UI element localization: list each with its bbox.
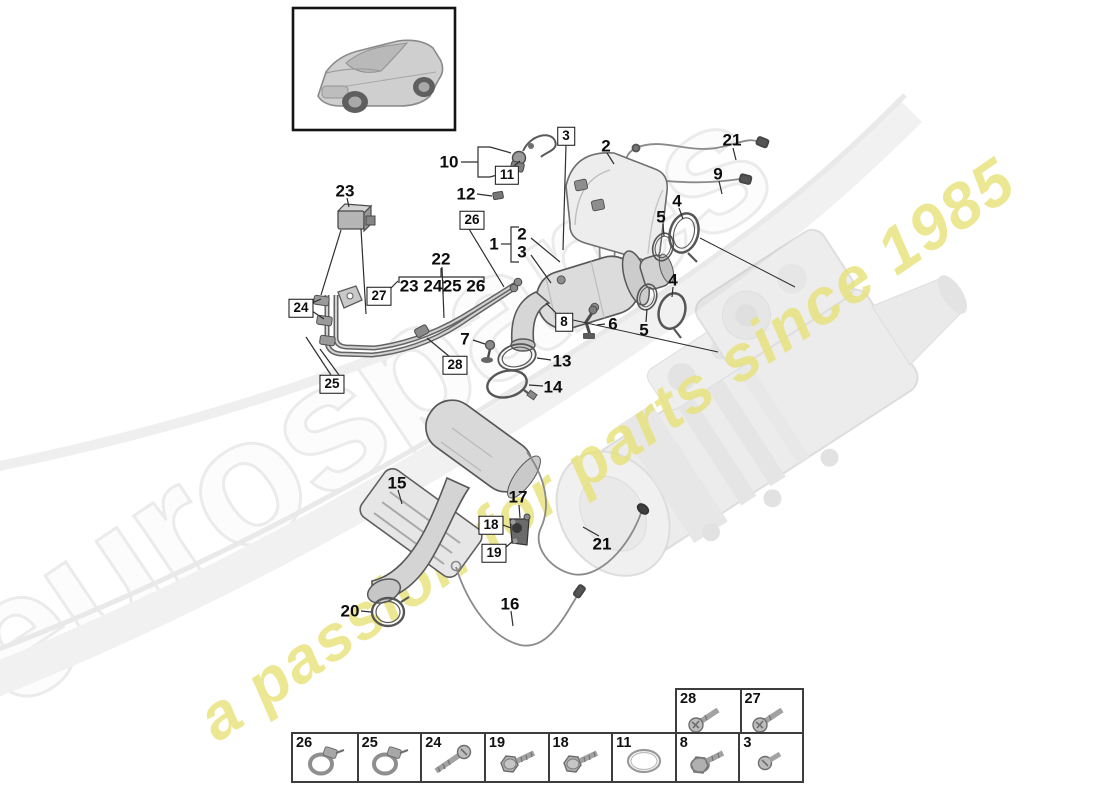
clip-24b bbox=[316, 314, 333, 327]
callout-24-box[interactable]: 24 bbox=[288, 298, 314, 318]
car-thumbnail bbox=[291, 6, 457, 132]
callout-7[interactable]: 7 bbox=[460, 329, 470, 349]
callout-21-lower[interactable]: 21 bbox=[592, 534, 612, 554]
o-ring-13 bbox=[497, 343, 537, 371]
callout-13[interactable]: 13 bbox=[552, 351, 572, 371]
part-number: 3 bbox=[743, 735, 752, 751]
part-cell-3[interactable]: 3 bbox=[738, 734, 802, 781]
part-number: 25 bbox=[361, 735, 378, 751]
callout-22[interactable]: 22 bbox=[431, 249, 451, 269]
part-number: 26 bbox=[296, 735, 313, 751]
part-number: 11 bbox=[616, 735, 632, 751]
callout-3-bracket[interactable]: 3 bbox=[517, 242, 527, 262]
sensor-wire-16 bbox=[450, 560, 586, 647]
callout-4-upper[interactable]: 4 bbox=[672, 191, 682, 211]
spacer-6 bbox=[583, 305, 598, 339]
callout-8-box[interactable]: 8 bbox=[555, 312, 573, 332]
callout-27-box[interactable]: 27 bbox=[366, 286, 392, 306]
callout-5-lower[interactable]: 5 bbox=[639, 320, 649, 340]
callout-25-box[interactable]: 25 bbox=[319, 374, 345, 394]
part-cell-26[interactable]: 26 bbox=[293, 734, 357, 781]
callout-2-bracket[interactable]: 2 bbox=[517, 224, 527, 244]
callout-23[interactable]: 23 bbox=[335, 181, 355, 201]
callout-6[interactable]: 6 bbox=[608, 314, 618, 334]
part-number: 28 bbox=[680, 691, 697, 707]
catalytic-converter-upper bbox=[510, 250, 675, 352]
callout-3-box[interactable]: 3 bbox=[557, 126, 575, 146]
clamp-20 bbox=[370, 596, 410, 628]
callout-4-lower[interactable]: 4 bbox=[668, 270, 678, 290]
callout-17[interactable]: 17 bbox=[508, 487, 528, 507]
callout-16[interactable]: 16 bbox=[500, 594, 520, 614]
seal-ring-5-upper bbox=[651, 232, 675, 262]
v-band-clamp-4-lower bbox=[657, 292, 687, 339]
callout-11-box[interactable]: 11 bbox=[494, 165, 520, 185]
part-cell-19[interactable]: 19 bbox=[483, 734, 548, 781]
bolt-12 bbox=[492, 190, 504, 201]
clamp-14 bbox=[486, 369, 538, 401]
part-cell-11[interactable]: 11 bbox=[611, 734, 675, 781]
sensor-wire-21-lower bbox=[526, 451, 650, 576]
callout-14[interactable]: 14 bbox=[543, 377, 563, 397]
part-number: 18 bbox=[552, 735, 569, 751]
callout-19-box[interactable]: 19 bbox=[481, 543, 507, 563]
clip-25 bbox=[319, 334, 336, 347]
part-cell-8[interactable]: 8 bbox=[674, 734, 739, 781]
callout-12[interactable]: 12 bbox=[456, 184, 476, 204]
callout-15[interactable]: 15 bbox=[387, 473, 407, 493]
part-number: 8 bbox=[679, 735, 688, 751]
callout-5-upper[interactable]: 5 bbox=[656, 207, 666, 227]
part-number: 27 bbox=[744, 691, 761, 707]
part-cell-25[interactable]: 25 bbox=[356, 734, 421, 781]
stud-7 bbox=[481, 339, 496, 363]
part-number: 24 bbox=[425, 735, 442, 751]
transmission-faded-image bbox=[555, 228, 968, 577]
part-number: 19 bbox=[488, 735, 506, 751]
part-cell-18[interactable]: 18 bbox=[547, 734, 612, 781]
clip-28 bbox=[414, 324, 430, 339]
part-cell-28[interactable]: 28 bbox=[677, 690, 740, 736]
callout-22-members-right[interactable]: 25 26 bbox=[442, 276, 486, 296]
callout-20[interactable]: 20 bbox=[340, 601, 360, 621]
car-image bbox=[317, 39, 444, 113]
seal-ring-5-lower bbox=[636, 283, 658, 311]
callout-21-top[interactable]: 21 bbox=[722, 130, 742, 150]
v-band-clamp-4-upper bbox=[668, 212, 700, 263]
callout-9[interactable]: 9 bbox=[713, 164, 723, 184]
swoosh-graphic bbox=[0, 93, 923, 697]
callout-18-box[interactable]: 18 bbox=[478, 515, 504, 535]
parts-table-row-2: 26 25 24 19 18 11 8 3 bbox=[291, 732, 804, 783]
callout-26-box[interactable]: 26 bbox=[459, 210, 485, 230]
callout-10[interactable]: 10 bbox=[439, 152, 459, 172]
tube-assembly bbox=[313, 277, 523, 358]
leader-lines bbox=[305, 144, 796, 627]
heat-shield-upper bbox=[565, 152, 669, 262]
parts-table-row-1: 28 27 bbox=[675, 688, 804, 738]
catalytic-converter-lower bbox=[359, 399, 541, 604]
callout-2-shield[interactable]: 2 bbox=[601, 136, 611, 156]
control-unit-23 bbox=[336, 203, 376, 233]
part-cell-27[interactable]: 27 bbox=[739, 690, 803, 736]
sensor-17 bbox=[509, 513, 531, 546]
callout-1[interactable]: 1 bbox=[489, 234, 499, 254]
part-cell-24[interactable]: 24 bbox=[420, 734, 484, 781]
callout-22-members-left[interactable]: 23 24 bbox=[399, 276, 443, 296]
clip-24a bbox=[313, 294, 330, 307]
callout-28-box[interactable]: 28 bbox=[442, 355, 468, 375]
